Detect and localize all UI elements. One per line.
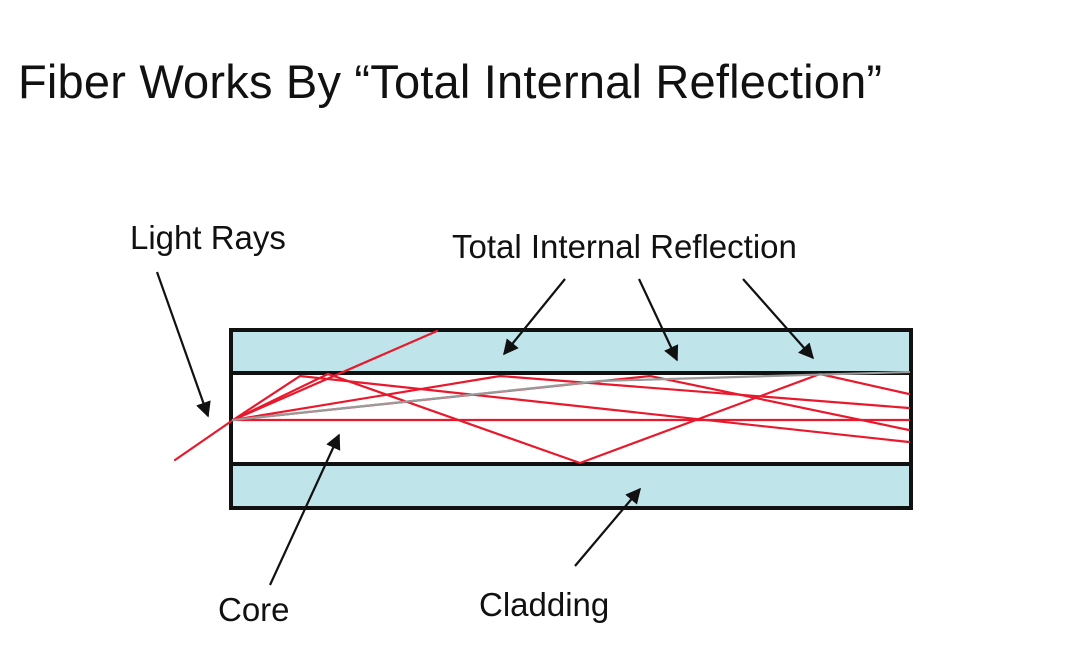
light-rays-arrow: [155, 271, 211, 418]
upper-cladding: [229, 328, 913, 375]
incoming-ray: [173, 418, 235, 462]
grey-ray: [231, 370, 911, 422]
total-internal-reflection-label: Total Internal Reflection: [452, 228, 797, 265]
medium-ray: [231, 374, 911, 422]
callout-arrows: [155, 271, 815, 586]
steep-ray: [231, 372, 911, 465]
core-label: Core: [218, 591, 290, 628]
lower-cladding: [229, 462, 913, 510]
tir-arrow-3: [742, 278, 815, 360]
fiber-core: [229, 371, 913, 466]
shallow-ray: [231, 374, 911, 444]
cladding-label: Cladding: [479, 586, 610, 623]
slide-title: Fiber Works By “Total Internal Reflectio…: [18, 55, 883, 108]
cladding-arrow: [574, 487, 641, 567]
light-rays-label: Light Rays: [130, 219, 286, 256]
tir-arrow-1: [503, 278, 566, 356]
core-arrow: [269, 433, 341, 586]
tir-arrow-2: [638, 278, 679, 362]
light-rays: [173, 329, 911, 465]
